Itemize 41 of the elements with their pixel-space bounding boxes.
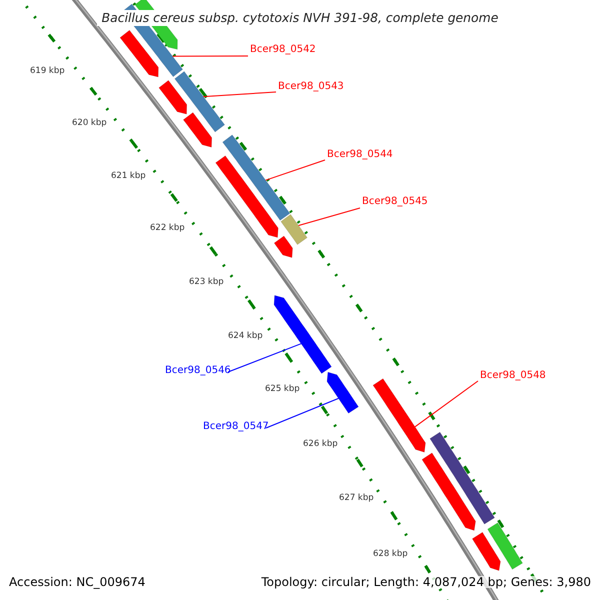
scale-label: 620 kbp [72, 119, 107, 128]
scale-label: 626 kbp [303, 440, 338, 448]
gene-bar [183, 112, 212, 148]
gene-label: Bcer98_0547 [203, 422, 269, 432]
leader-line [228, 343, 302, 372]
scale-label: 622 kbp [150, 224, 185, 232]
leader-line [414, 380, 478, 428]
gene-bar [274, 236, 293, 258]
gene-bar [326, 372, 359, 414]
scale-label: 619 kbp [30, 67, 65, 76]
gene-bar [487, 522, 523, 570]
scale-label: 621 kbp [111, 172, 146, 180]
leader-line [266, 398, 339, 428]
scale-label: 624 kbp [228, 332, 263, 340]
gene-label: Bcer98_0546 [165, 366, 231, 376]
gene-bar [222, 134, 290, 221]
scale-label: 623 kbp [189, 278, 224, 286]
gene-bar [215, 155, 278, 238]
gene-bar [120, 30, 159, 78]
gene-label: Bcer98_0544 [327, 150, 393, 160]
gene-label: Bcer98_0542 [250, 45, 316, 55]
gene-label: Bcer98_0548 [480, 371, 546, 381]
gene-bar [280, 214, 308, 245]
leader-line [265, 160, 326, 181]
gene-bar [422, 452, 476, 531]
gene-bar [430, 432, 495, 524]
gene-bar [158, 80, 188, 114]
gene-bar [372, 378, 426, 452]
leader-line [172, 56, 248, 57]
leader-line [298, 208, 360, 226]
gene-bar [472, 532, 501, 571]
scale-label: 625 kbp [265, 385, 300, 394]
scale-label: 628 kbp [373, 550, 408, 558]
accession-text: Accession: NC_009674 [9, 576, 146, 588]
genome-info-text: Topology: circular; Length: 4,087,024 bp; Genes: 3,980 [261, 576, 591, 588]
scale-label: 627 kbp [339, 494, 374, 502]
leader-line [202, 92, 276, 98]
gene-bar [174, 71, 225, 132]
gene-label: Bcer98_0543 [278, 82, 344, 92]
gene-bar [274, 295, 332, 374]
gene-label: Bcer98_0545 [362, 197, 428, 207]
